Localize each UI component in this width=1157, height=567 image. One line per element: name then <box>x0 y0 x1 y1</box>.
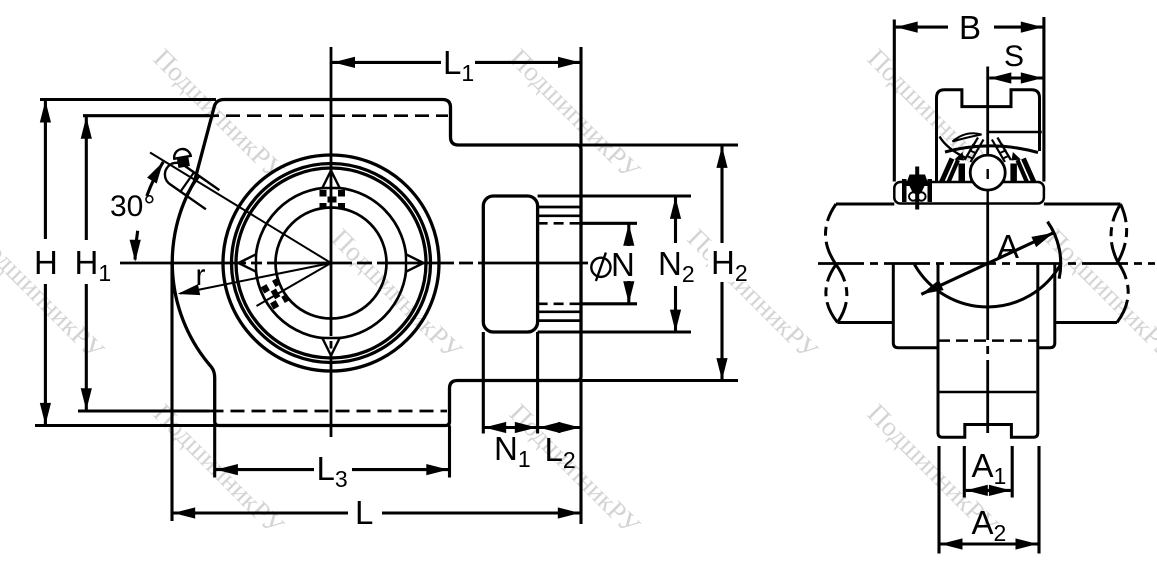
svg-text:A2: A2 <box>972 504 1007 546</box>
svg-text:r: r <box>196 259 206 292</box>
svg-text:B: B <box>959 9 981 46</box>
svg-text:N: N <box>611 246 635 283</box>
svg-text:H: H <box>34 244 58 281</box>
svg-text:L: L <box>355 494 373 531</box>
svg-text:30°: 30° <box>110 190 155 223</box>
svg-text:H1: H1 <box>75 244 112 286</box>
svg-text:S: S <box>1004 40 1024 73</box>
svg-text:A: A <box>997 228 1019 265</box>
